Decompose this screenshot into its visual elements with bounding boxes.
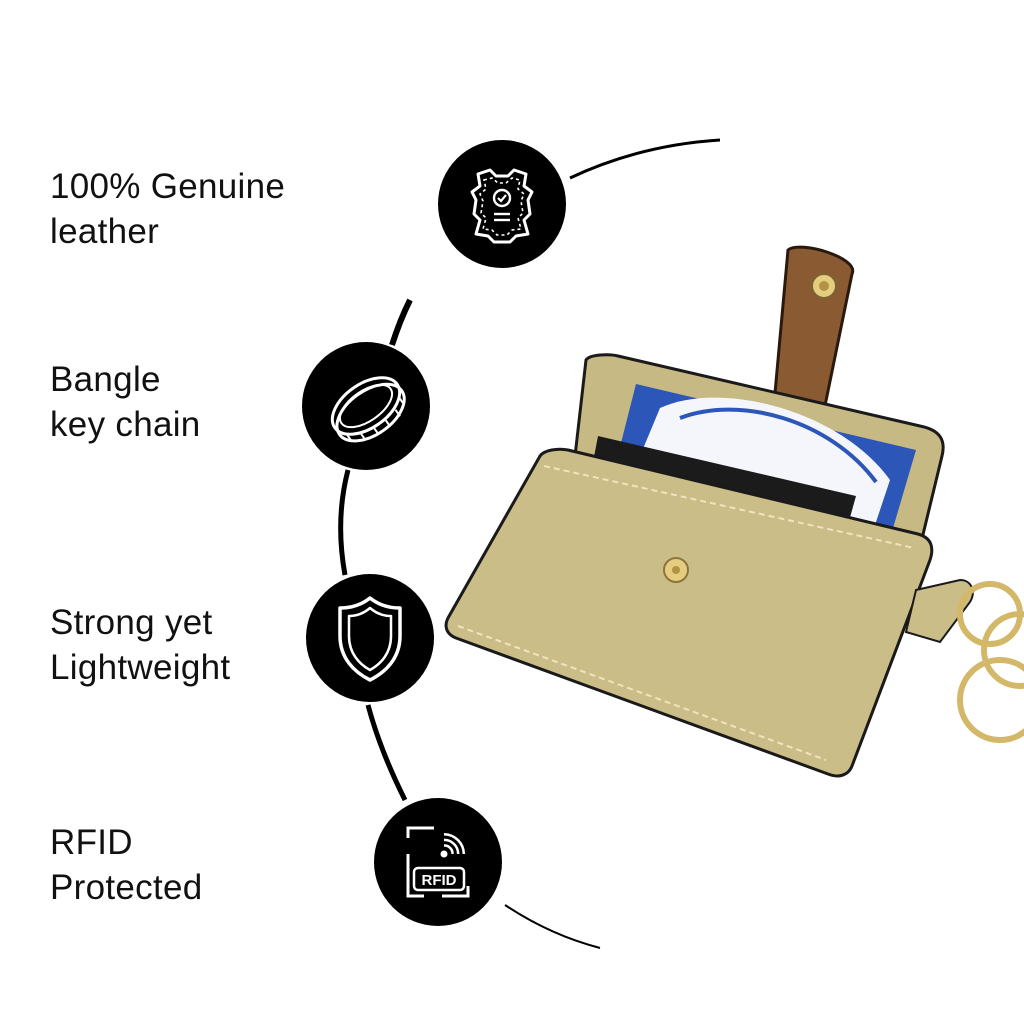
- feature-line1: Strong yet: [50, 603, 213, 642]
- rfid-badge-text: RFID: [422, 872, 457, 889]
- feature-line1: Bangle: [50, 360, 161, 399]
- leather-badge: [438, 140, 566, 268]
- feature-line1: 100% Genuine: [50, 167, 286, 206]
- feature-label-rfid: RFID Protected: [50, 820, 203, 910]
- card-holder-product-image: [444, 245, 1024, 778]
- bangle-ring-icon: [330, 376, 406, 443]
- shield-icon: [338, 596, 402, 682]
- feature-line2: Lightweight: [50, 648, 231, 687]
- feature-line2: key chain: [50, 405, 201, 444]
- feature-line2: leather: [50, 212, 160, 251]
- feature-line2: Protected: [50, 868, 203, 907]
- leather-hide-icon: [470, 168, 534, 244]
- feature-label-strong: Strong yet Lightweight: [50, 600, 230, 690]
- feature-label-bangle: Bangle key chain: [50, 357, 201, 447]
- feature-label-leather: 100% Genuine leather: [50, 164, 285, 254]
- feature-line1: RFID: [50, 823, 133, 862]
- shield-badge: [306, 574, 434, 702]
- bangle-badge: [302, 342, 430, 470]
- rfid-badge: RFID: [374, 798, 502, 926]
- rfid-icon: RFID: [406, 826, 470, 898]
